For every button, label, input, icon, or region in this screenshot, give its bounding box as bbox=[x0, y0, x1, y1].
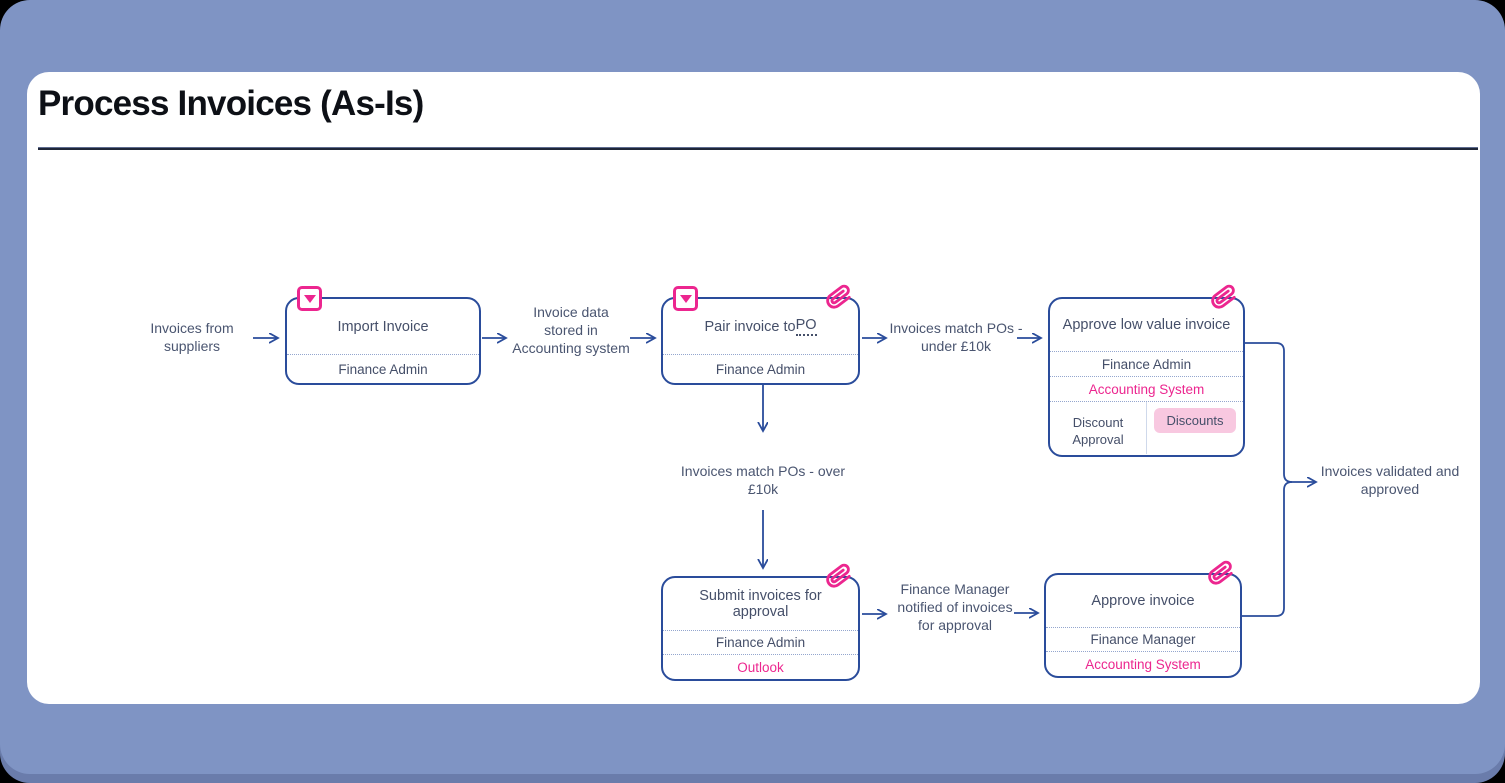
process-box-pair-invoice[interactable]: Pair invoice to PO Finance Admin bbox=[661, 284, 860, 385]
flow-label-invoice-data-stored[interactable]: Invoice data stored in Accounting system bbox=[512, 304, 630, 356]
system-label: Accounting System bbox=[1088, 381, 1205, 397]
process-title: Approve invoice bbox=[1091, 593, 1195, 609]
flow-label-match-over-10k[interactable]: Invoices match POs - over £10k bbox=[680, 463, 846, 497]
process-box-approve-low-value[interactable]: Approve low value invoice Finance Admin … bbox=[1048, 284, 1245, 457]
process-canvas: Process Invoices (As-Is) bbox=[27, 72, 1480, 704]
connector-layer bbox=[253, 72, 1480, 704]
row-divider bbox=[1046, 627, 1240, 628]
process-title: Import Invoice bbox=[337, 318, 429, 335]
process-title-text: Pair invoice to bbox=[704, 318, 796, 335]
sublane-label: Discount Approval bbox=[1050, 402, 1147, 454]
flow-label-match-under-10k[interactable]: Invoices match POs - under £10k bbox=[889, 320, 1023, 354]
drilldown-icon[interactable] bbox=[297, 286, 322, 311]
role-label: Finance Manager bbox=[1090, 632, 1196, 647]
discounts-tag-badge[interactable]: Discounts bbox=[1154, 408, 1236, 433]
process-box-import-invoice[interactable]: Import Invoice Finance Admin bbox=[285, 286, 481, 385]
role-label: Finance Admin bbox=[1101, 356, 1192, 372]
system-label: Accounting System bbox=[1085, 656, 1201, 672]
drilldown-icon[interactable] bbox=[673, 286, 698, 311]
process-box-approve-invoice[interactable]: Approve invoice Finance Manager Accounti… bbox=[1044, 560, 1242, 678]
paperclip-icon[interactable] bbox=[824, 282, 853, 311]
process-title: Approve low value invoice bbox=[1062, 317, 1231, 333]
title-divider bbox=[38, 147, 1478, 150]
flow-label-output[interactable]: Invoices validated and approved bbox=[1320, 463, 1460, 497]
paperclip-icon[interactable] bbox=[824, 561, 853, 590]
row-divider bbox=[663, 654, 858, 655]
role-label: Finance Admin bbox=[338, 361, 428, 377]
page-title: Process Invoices (As-Is) bbox=[38, 84, 424, 123]
flow-label-input[interactable]: Invoices from suppliers bbox=[150, 320, 234, 354]
process-box-submit-for-approval[interactable]: Submit invoices for approval Finance Adm… bbox=[661, 563, 860, 681]
row-divider bbox=[663, 354, 858, 355]
row-divider bbox=[287, 354, 479, 355]
process-title: Pair invoice to PO bbox=[663, 299, 858, 354]
row-divider bbox=[663, 630, 858, 631]
role-label: Finance Admin bbox=[715, 635, 806, 650]
row-divider bbox=[1050, 401, 1243, 402]
tag-cell: Discounts bbox=[1147, 402, 1243, 454]
row-divider bbox=[1050, 351, 1243, 352]
row-divider bbox=[1050, 376, 1243, 377]
flow-label-manager-notified[interactable]: Finance Manager notified of invoices for… bbox=[897, 581, 1013, 633]
paperclip-icon[interactable] bbox=[1206, 558, 1235, 587]
row-divider bbox=[1046, 651, 1240, 652]
paperclip-icon[interactable] bbox=[1209, 282, 1238, 311]
sublane-row: Discount Approval Discounts bbox=[1050, 402, 1243, 454]
process-title: Submit invoices for approval bbox=[699, 588, 822, 620]
role-label: Finance Admin bbox=[715, 361, 806, 377]
system-label: Outlook bbox=[737, 659, 784, 675]
glossary-term[interactable]: PO bbox=[795, 317, 817, 336]
